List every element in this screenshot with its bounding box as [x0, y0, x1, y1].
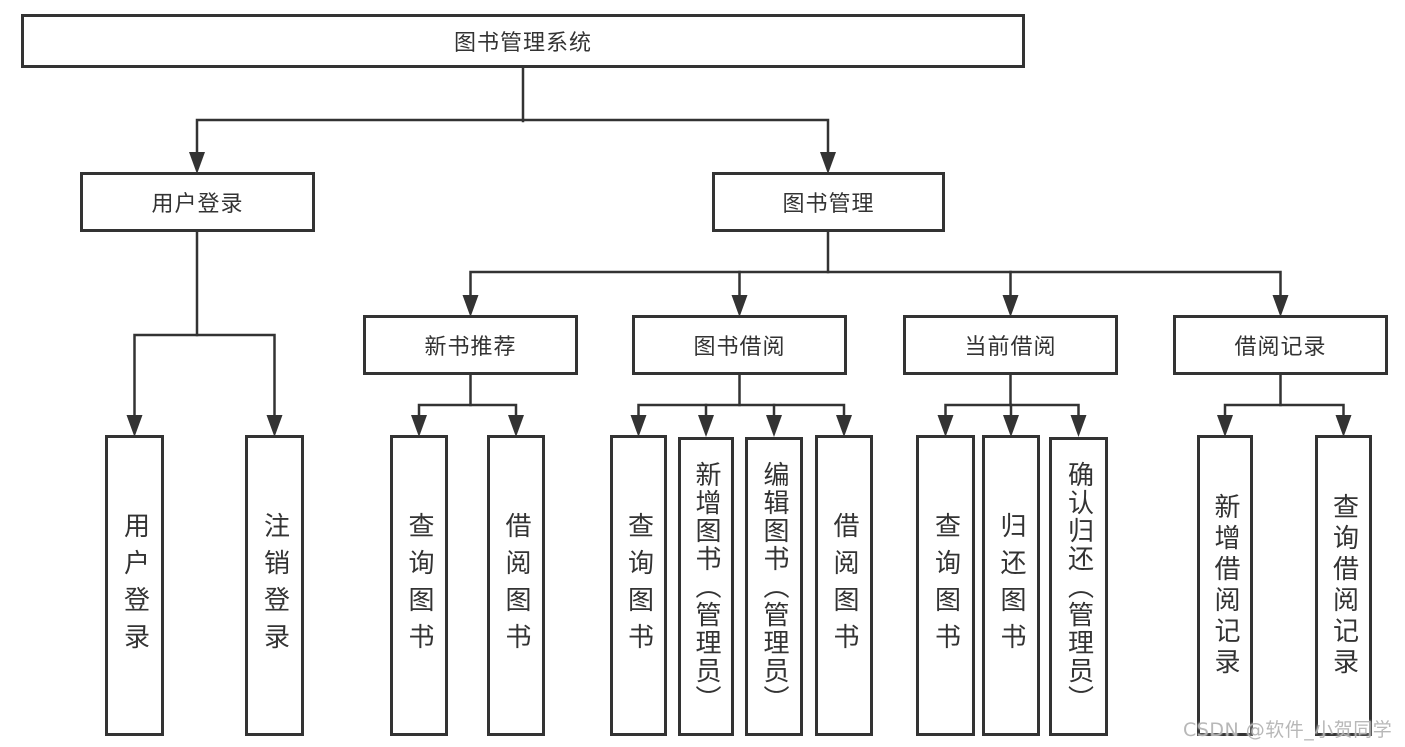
node-library-management-system: 图书管理系统 — [21, 14, 1025, 68]
leaf-edit-book-admin: 编辑图书（管理员） — [745, 437, 803, 736]
leaf-logout: 注销登录 — [245, 435, 304, 736]
leaf-query-books-2: 查询图书 — [610, 435, 667, 736]
leaf-add-borrow-record: 新增借阅记录 — [1197, 435, 1253, 736]
leaf-user-login: 用户登录 — [105, 435, 164, 736]
leaf-query-books-3: 查询图书 — [916, 435, 975, 736]
node-borrow-record: 借阅记录 — [1173, 315, 1388, 375]
leaf-borrow-books-2: 借阅图书 — [815, 435, 873, 736]
csdn-watermark: CSDN @软件_小贺同学 — [1183, 719, 1393, 741]
leaf-borrow-books-1: 借阅图书 — [487, 435, 545, 736]
leaf-query-borrow-record: 查询借阅记录 — [1315, 435, 1372, 736]
node-book-management: 图书管理 — [712, 172, 945, 232]
leaf-add-book-admin: 新增图书（管理员） — [678, 437, 734, 736]
node-book-borrow: 图书借阅 — [632, 315, 847, 375]
leaf-return-book: 归还图书 — [982, 435, 1040, 736]
node-current-borrow: 当前借阅 — [903, 315, 1118, 375]
arrowheads — [126, 152, 1352, 437]
leaf-query-books-1: 查询图书 — [390, 435, 448, 736]
node-user-login: 用户登录 — [80, 172, 315, 232]
leaf-confirm-return-admin: 确认归还（管理员） — [1049, 437, 1108, 736]
node-new-book-recommend: 新书推荐 — [363, 315, 578, 375]
